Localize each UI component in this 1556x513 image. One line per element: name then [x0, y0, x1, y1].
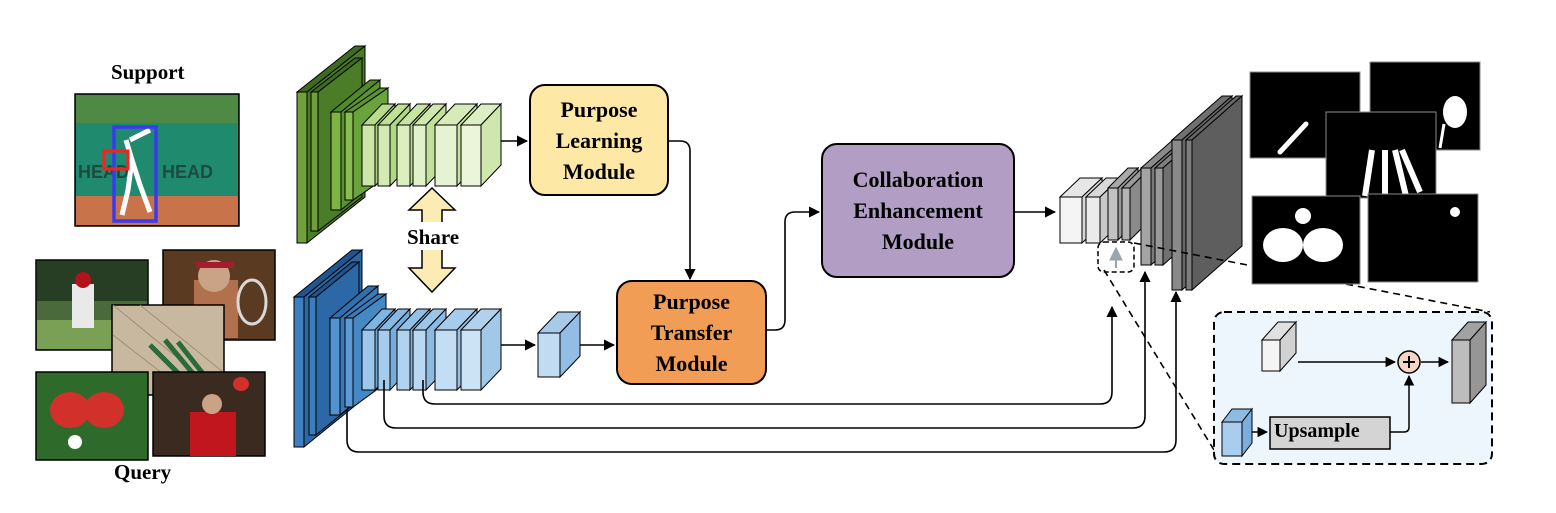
ptm-line1: Purpose — [653, 289, 730, 314]
plm-line1: Purpose — [560, 96, 638, 122]
svg-text:HEAD: HEAD — [162, 162, 213, 182]
query-images — [35, 249, 276, 461]
share-double-arrow — [404, 186, 474, 294]
ptm-line2: Transfer — [650, 320, 733, 345]
purpose-learning-module: Purpose Learning Module — [529, 84, 669, 196]
cem-line3: Module — [881, 229, 955, 254]
collaboration-enhancement-module: Collaboration Enhancement Module — [821, 143, 1015, 278]
cem-line2: Enhancement — [853, 198, 983, 223]
support-encoder — [295, 44, 503, 245]
query-encoder — [292, 248, 503, 449]
plm-line3: Module — [562, 158, 636, 184]
ptm-line3: Module — [655, 351, 728, 376]
upsample-label: Upsample — [1274, 420, 1360, 442]
support-image: HEAD HEAD — [74, 93, 240, 227]
purpose-transfer-module: Purpose Transfer Module — [616, 280, 767, 385]
svg-text:HEAD: HEAD — [78, 162, 129, 182]
share-label: Share — [407, 225, 460, 249]
support-label: Support — [111, 60, 185, 84]
query-label: Query — [114, 460, 172, 484]
query-feature-block — [536, 310, 582, 379]
plm-line2: Learning — [555, 127, 643, 153]
cem-line1: Collaboration — [852, 167, 984, 192]
flow-arrows — [346, 135, 1182, 453]
output-masks — [1249, 61, 1481, 285]
upsample-inset — [1213, 311, 1493, 465]
decoder — [1058, 94, 1244, 292]
